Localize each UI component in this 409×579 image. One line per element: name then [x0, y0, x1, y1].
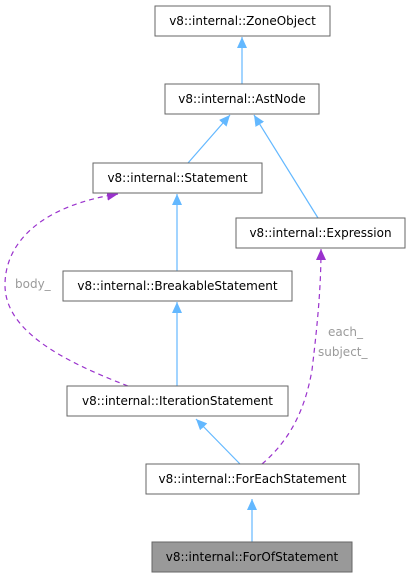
node-zone-object[interactable]: v8::internal::ZoneObject [154, 5, 331, 37]
node-statement[interactable]: v8::internal::Statement [92, 162, 263, 194]
edge-label-body: body_ [15, 277, 52, 291]
node-iteration-statement-label: v8::internal::IterationStatement [82, 394, 273, 408]
edge-each-subject-foreach-to-expression [261, 248, 326, 465]
edge-label-subject: subject_ [318, 345, 368, 359]
edge-statement-to-astnode [187, 114, 231, 164]
node-for-of-statement[interactable]: v8::internal::ForOfStatement [151, 541, 353, 573]
node-iteration-statement[interactable]: v8::internal::IterationStatement [66, 385, 289, 417]
edge-foreach-to-iteration [195, 418, 241, 465]
node-expression[interactable]: v8::internal::Expression [235, 217, 406, 249]
node-for-each-statement-label: v8::internal::ForEachStatement [159, 472, 347, 486]
node-expression-label: v8::internal::Expression [249, 226, 391, 240]
node-statement-label: v8::internal::Statement [107, 171, 247, 185]
node-for-of-statement-label: v8::internal::ForOfStatement [166, 550, 339, 564]
edge-label-each: each_ [328, 325, 364, 339]
node-breakable-statement-label: v8::internal::BreakableStatement [77, 279, 277, 293]
node-zone-object-label: v8::internal::ZoneObject [169, 14, 316, 28]
edge-body-iteration-to-statement [4, 190, 129, 387]
node-ast-node[interactable]: v8::internal::AstNode [164, 83, 320, 115]
node-ast-node-label: v8::internal::AstNode [178, 92, 305, 106]
node-breakable-statement[interactable]: v8::internal::BreakableStatement [62, 270, 293, 302]
edge-expression-to-astnode [253, 114, 319, 219]
node-for-each-statement[interactable]: v8::internal::ForEachStatement [145, 463, 360, 495]
